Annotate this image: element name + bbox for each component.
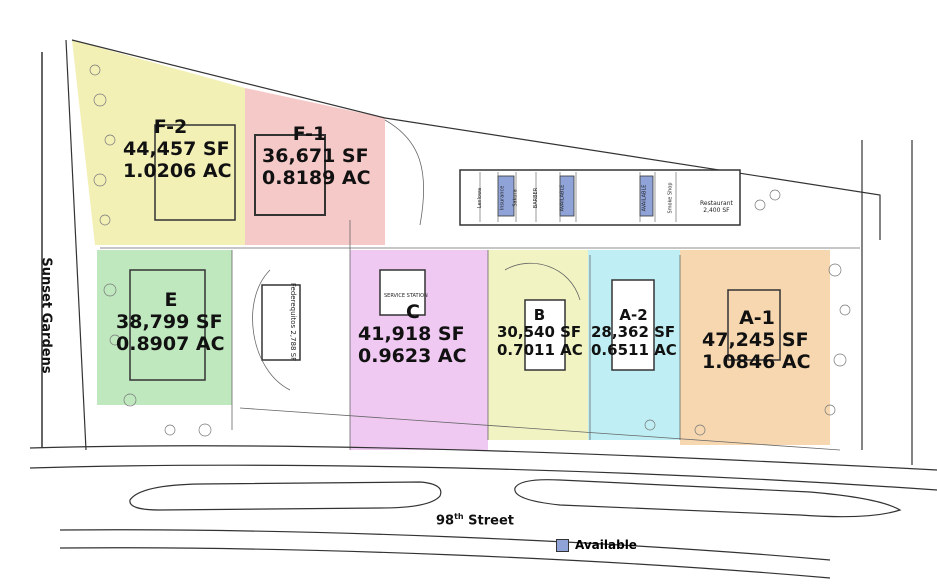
strip-unit-1: Lexlowa [477, 187, 484, 209]
roadway-98th-street [29, 445, 937, 579]
federequitos-label: Federequitos 2,788 SF [289, 283, 297, 361]
parcel-f1-ac: 0.8189 AC [262, 166, 371, 189]
building-c[interactable] [379, 269, 426, 316]
strip-unit-5: AVAILABLE [559, 184, 566, 212]
parcel-a2-sf: 28,362 SF [591, 323, 676, 342]
legend-swatch [556, 538, 569, 552]
parcel-f2-zone[interactable] [72, 40, 245, 245]
legend: Available [556, 538, 637, 552]
parcel-e-id: E [164, 289, 178, 311]
parcel-f2-label: F-2 44,457 SF 1.0206 AC [123, 116, 232, 183]
parcel-f2-sf: 44,457 SF [123, 137, 230, 160]
strip-unit-dividers [479, 172, 677, 222]
federequitos-sf: 2,788 SF [289, 330, 298, 362]
building-a1[interactable] [727, 289, 781, 361]
federequitos-name: Federequitos [289, 282, 298, 329]
street-98th-suffix: th [454, 512, 464, 521]
street-98th: 98th Street [436, 512, 514, 528]
restaurant-sf: 2,400 SF [703, 207, 730, 214]
parcel-f2-id: F-2 [153, 116, 188, 138]
parcel-a1-ac: 1.0846 AC [702, 350, 811, 373]
parcel-c-sf: 41,918 SF [358, 322, 465, 345]
site-boundary [71, 39, 881, 240]
restaurant-label: Restaurant 2,400 SF [700, 200, 733, 214]
parcel-b-sf: 30,540 SF [497, 323, 582, 342]
strip-unit-7: AVAILABLE [641, 184, 648, 212]
parcel-a1-sf: 47,245 SF [702, 328, 809, 351]
parcel-b-ac: 0.7011 AC [497, 340, 583, 359]
parcel-e-label: E 38,799 SF 0.8907 AC [116, 289, 226, 356]
parcel-a2-id: A-2 [619, 306, 648, 324]
parcel-e-sf: 38,799 SF [116, 310, 223, 333]
service-station-name: SERVICE STATION [384, 293, 428, 299]
restaurant-name: Restaurant [700, 200, 733, 207]
parcel-b-label: B 30,540 SF 0.7011 AC [497, 306, 583, 359]
parcel-e-ac: 0.8907 AC [116, 332, 225, 355]
parcel-c-label: C 41,918 SF 0.9623 AC [358, 301, 468, 368]
street-sunset-gardens: Sunset Gardens [38, 257, 54, 374]
parcel-f1-sf: 36,671 SF [262, 144, 369, 167]
service-station-label: SERVICE STATION [384, 293, 428, 299]
street-98th-name: Street [463, 513, 514, 529]
parcel-a1-id: A-1 [739, 307, 775, 329]
parcel-a1-label: A-1 47,245 SF 1.0846 AC [702, 307, 812, 374]
parcel-f1-zone[interactable] [245, 88, 385, 245]
strip-unit-6: Smoke Shop [667, 182, 674, 214]
parking-aisles [100, 119, 860, 451]
parcel-a2-label: A-2 28,362 SF 0.6511 AC [591, 306, 677, 359]
building-a2[interactable] [611, 279, 655, 371]
parcel-c-ac: 0.9623 AC [358, 344, 467, 367]
parcel-c-id: C [406, 301, 420, 323]
building-b[interactable] [524, 299, 566, 371]
strip-unit-4: BARBER [533, 187, 540, 209]
parcel-a1-zone[interactable] [680, 250, 830, 445]
legend-label: Available [575, 538, 637, 552]
parcel-e-zone[interactable] [97, 250, 232, 405]
parcel-f1-label: F-1 36,671 SF 0.8189 AC [262, 123, 371, 190]
landscaping [89, 64, 851, 437]
parcel-a2-ac: 0.6511 AC [591, 340, 677, 359]
west-road-inner [65, 39, 87, 451]
building-e[interactable] [129, 269, 206, 381]
strip-unit-3: Sakura [512, 189, 519, 207]
building-f2[interactable] [154, 124, 236, 221]
street-98th-number: 98 [436, 513, 455, 529]
strip-unit-2: Insurance [499, 185, 506, 211]
parcel-b-id: B [533, 306, 546, 324]
parcel-f2-ac: 1.0206 AC [123, 159, 232, 182]
parcel-f1-id: F-1 [292, 123, 327, 145]
building-federequitos[interactable] [261, 284, 301, 361]
building-f1[interactable] [254, 134, 326, 216]
